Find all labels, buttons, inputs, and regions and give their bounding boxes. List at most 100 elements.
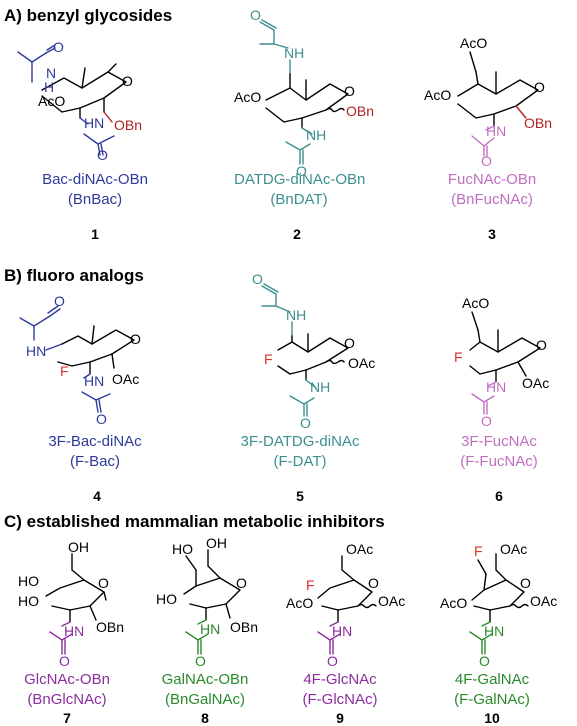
c7-caption: GlcNAc-OBn (BnGlcNAc) (12, 670, 122, 710)
c2-o3: AcO (234, 89, 261, 105)
c2-nh4: NH (284, 45, 304, 61)
c4-oac: OAc (112, 371, 139, 387)
c5-alias: (F-DAT) (273, 453, 327, 470)
section-c-title: C) established mammalian metabolic inhib… (4, 512, 385, 531)
c3-n2: HN (486, 123, 506, 139)
c6-n2: HN (486, 379, 506, 395)
compound-8-bonds (183, 549, 241, 655)
compound-2-bonds (259, 19, 349, 165)
c8-oh3: HO (156, 591, 177, 607)
c6-o-bot: O (481, 413, 492, 429)
c5-nh4: NH (286, 307, 306, 323)
c4-f: F (60, 363, 69, 379)
c5-caption: 3F-DATDG-diNAc (F-DAT) (238, 432, 362, 472)
c7-ring-o: O (98, 575, 109, 591)
c3-o3: AcO (424, 87, 451, 103)
c7-number: 7 (63, 710, 71, 726)
c6-ring-o: O (536, 337, 547, 353)
compound-10-bonds (469, 553, 529, 655)
c4-number: 4 (93, 488, 101, 504)
c6-alias: (F-FucNAc) (460, 453, 538, 470)
c1-n2: HN (84, 115, 104, 131)
c10-o-bot: O (479, 653, 490, 669)
c7-o-bot: O (59, 653, 70, 669)
c7-n2: HN (64, 623, 84, 639)
c3-obn: OBn (524, 115, 552, 131)
c3-alias: (BnFucNAc) (451, 191, 533, 208)
c8-oh6: OH (206, 535, 227, 551)
c10-o3: AcO (440, 595, 467, 611)
c7-name: GlcNAc-OBn (24, 671, 110, 688)
compound-3-bonds (457, 51, 539, 157)
c1-obn: OBn (114, 117, 142, 133)
compound-5-bonds (261, 283, 349, 417)
c1-number: 1 (91, 226, 99, 242)
c1-o3: AcO (38, 93, 65, 109)
compound-1-bonds (17, 44, 127, 156)
c10-f: F (474, 543, 483, 559)
c10-alias: (F-GalNAc) (454, 691, 530, 708)
c4-name: 3F-Bac-diNAc (48, 433, 142, 450)
c10-name: 4F-GalNAc (454, 671, 530, 688)
c2-obn: OBn (346, 103, 374, 119)
c8-alias: (BnGalNAc) (164, 691, 246, 708)
c3-number: 3 (488, 226, 496, 242)
c3-ring-o: O (534, 79, 545, 95)
c2-name: DATDG-diNAc-OBn (234, 171, 366, 188)
c4-o-bot: O (96, 411, 107, 427)
c9-f: F (306, 577, 315, 593)
c5-name: 3F-DATDG-diNAc (240, 433, 360, 450)
c9-number: 9 (336, 710, 344, 726)
c4-ring-o: O (130, 331, 141, 347)
c1-n4: N (46, 65, 56, 81)
c8-number: 8 (201, 710, 209, 726)
c9-o3: AcO (286, 595, 313, 611)
c4-hn4: HN (26, 343, 46, 359)
c2-ring-o: O (344, 83, 355, 99)
c9-alias: (F-GlcNAc) (302, 691, 378, 708)
c2-number: 2 (293, 226, 301, 242)
c8-o-bot: O (195, 653, 206, 669)
c7-oh3: HO (18, 593, 39, 609)
c1-o-bot: O (97, 147, 108, 163)
c10-oac1: OAc (530, 593, 557, 609)
c8-oh4: HO (172, 541, 193, 557)
c6-number: 6 (495, 488, 503, 504)
c6-name: 3F-FucNAc (461, 433, 537, 450)
c9-oac6: OAc (346, 541, 373, 557)
c6-f: F (454, 349, 463, 365)
compound-9-bonds (317, 555, 377, 655)
c2-o-top: O (250, 7, 261, 23)
section-b-title: B) fluoro analogs (4, 266, 144, 285)
c2-nh2: NH (306, 127, 326, 143)
c10-n2: HN (484, 623, 504, 639)
c5-nh2: NH (310, 379, 330, 395)
c5-o-bot: O (300, 415, 311, 431)
c10-caption: 4F-GalNAc (F-GalNAc) (442, 670, 542, 710)
c4-hn2: HN (84, 373, 104, 389)
c2-alias: (BnDAT) (270, 191, 328, 208)
c8-ring-o: O (236, 575, 247, 591)
c8-caption: GalNAc-OBn (BnGalNAc) (150, 670, 260, 710)
c9-n2: HN (332, 623, 352, 639)
c1-alias: (BnBac) (67, 191, 123, 208)
c8-name: GalNAc-OBn (161, 671, 249, 688)
c6-oac: OAc (522, 375, 549, 391)
c6-caption: 3F-FucNAc (F-FucNAc) (444, 432, 554, 472)
c4-alias: (F-Bac) (70, 453, 120, 470)
c9-o-bot: O (327, 653, 338, 669)
